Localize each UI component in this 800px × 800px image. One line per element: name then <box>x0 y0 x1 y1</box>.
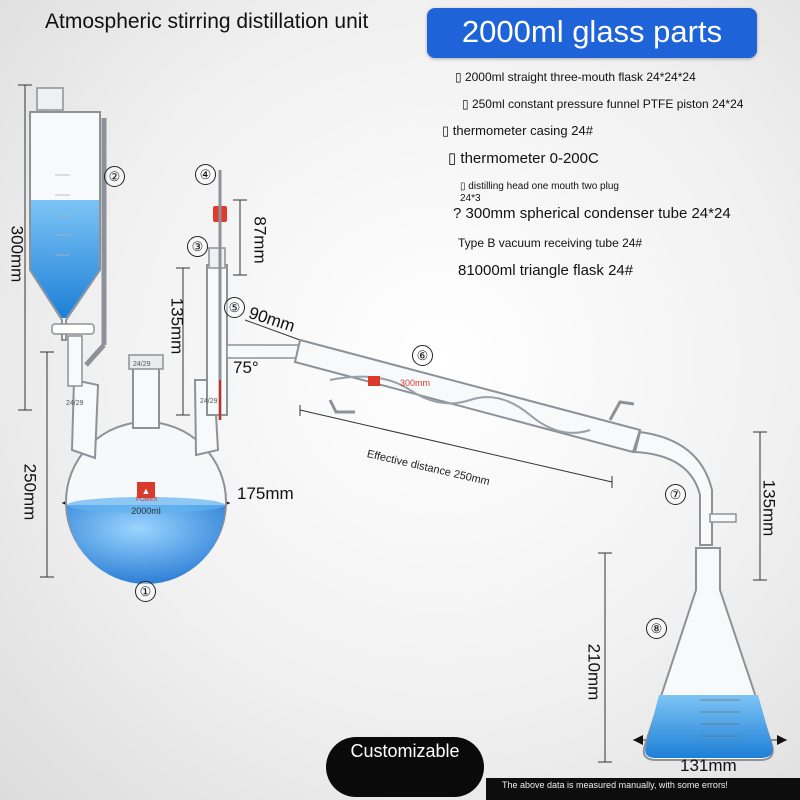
joint-label-right: 24/29 <box>200 398 218 405</box>
part-7: Type B vacuum receiving tube 24# <box>458 236 643 250</box>
erlenmeyer-height-label: 210mm <box>584 643 604 701</box>
condenser-length-label: 300mm <box>400 378 430 388</box>
part-3: ▯ thermometer casing 24# <box>442 123 593 138</box>
part-2: ▯ 250ml constant pressure funnel PTFE pi… <box>462 97 744 111</box>
part-5: ▯ distilling head one mouth two plug <box>460 181 619 192</box>
distilling-head <box>206 170 301 420</box>
component-number-4: ④ <box>195 164 216 185</box>
page-title: Atmospheric stirring distillation unit <box>45 10 369 33</box>
joint-label-center: 24/29 <box>133 361 151 368</box>
glass-parts-badge: 2000ml glass parts <box>427 8 757 58</box>
part-6: ? 300mm spherical condenser tube 24*24 <box>453 205 731 222</box>
erlenmeyer-flask <box>642 547 774 761</box>
angle-label: 75° <box>233 358 259 377</box>
disclaimer-footer: The above data is measured manually, wit… <box>486 778 800 800</box>
part-8: 81000ml triangle flask 24# <box>458 262 634 279</box>
head-height-label: 135mm <box>167 297 187 355</box>
component-number-2: ② <box>104 166 125 187</box>
funnel-height-label: 300mm <box>7 225 27 283</box>
condenser: 300mm <box>293 338 642 454</box>
thermo-top-label: 87mm <box>250 216 270 264</box>
part-5-spec: 24*3 <box>460 193 481 204</box>
component-number-8: ⑧ <box>646 618 667 639</box>
svg-text:▲: ▲ <box>142 486 151 496</box>
pressure-funnel <box>29 87 107 387</box>
component-number-7: ⑦ <box>665 484 686 505</box>
brand-label: POMEX <box>136 497 158 503</box>
three-neck-flask: ▲ 2000ml <box>65 354 227 584</box>
flask-width-label: 175mm <box>237 484 294 503</box>
erlenmeyer-width-label: 131mm <box>680 756 737 775</box>
flask-volume-label: 2000ml <box>131 506 161 516</box>
customizable-button[interactable]: Customizable <box>326 737 484 797</box>
vacuum-adapter <box>633 430 737 546</box>
component-number-6: ⑥ <box>412 345 433 366</box>
component-number-3: ③ <box>187 236 208 257</box>
part-4: ▯ thermometer 0-200C <box>448 150 599 167</box>
component-number-5: ⑤ <box>224 297 245 318</box>
component-number-1: ① <box>135 581 156 602</box>
part-1: ▯ 2000ml straight three-mouth flask 24*2… <box>455 70 696 84</box>
flask-height-label: 250mm <box>20 463 40 521</box>
joint-label-left: 24/29 <box>66 400 84 407</box>
adapter-height-label: 135mm <box>759 479 779 537</box>
